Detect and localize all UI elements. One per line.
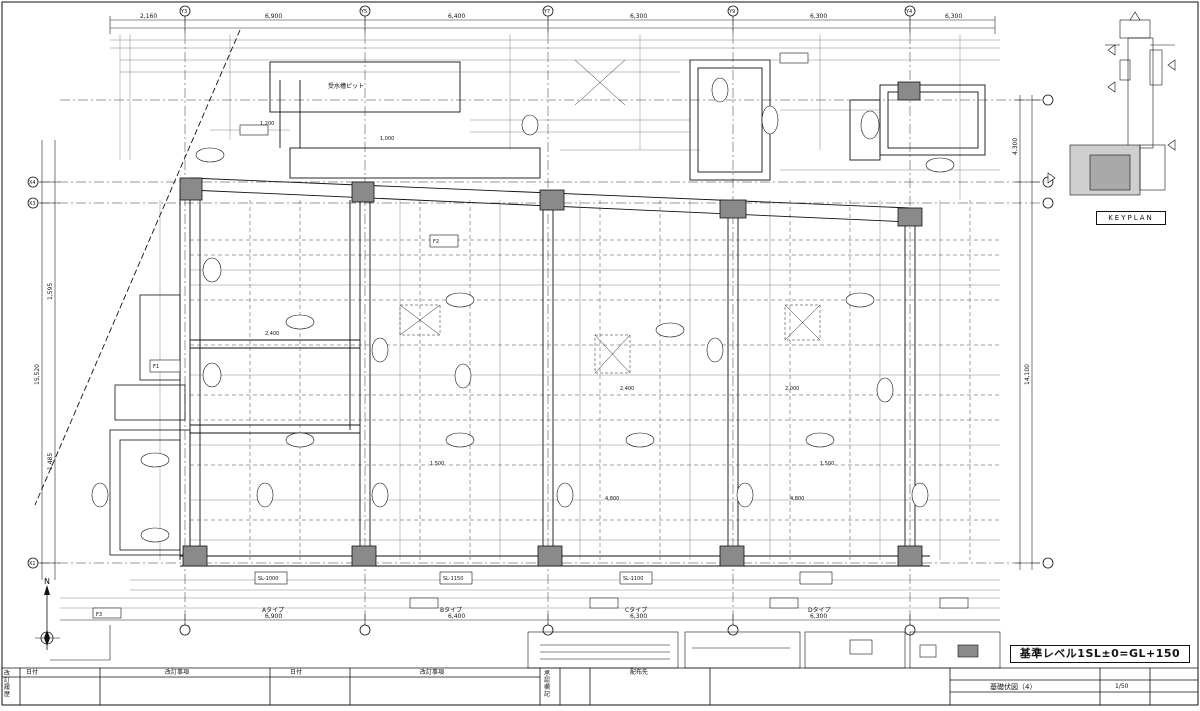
bottom-dim-2: 6,400: [448, 613, 465, 620]
dim-label-3: 2,400: [265, 331, 279, 337]
revision-char-2: 訂: [4, 677, 11, 684]
base-level-note: 基準レベル1SL±0=GL+150: [1010, 645, 1190, 663]
revision-item-header: 改訂事項: [165, 669, 190, 676]
revision-char-1: 改: [4, 670, 11, 677]
dim-label-8: 1,500: [820, 461, 834, 467]
bottom-dim-3: 6,300: [630, 613, 647, 620]
revision-date-header: 日付: [26, 669, 39, 676]
grid-bubble-top-2: Y5: [360, 9, 367, 15]
key-plan-markers: [1047, 11, 1176, 184]
revision-date-header-2: 日付: [290, 669, 303, 676]
grid-bubble-top-4: Y9: [728, 9, 735, 15]
top-dim-5: 6,300: [810, 13, 827, 20]
revision-char-4: 歴: [4, 691, 11, 698]
footing-tag-f2: F2: [433, 239, 439, 245]
dim-label-5: 4,800: [605, 496, 619, 502]
grid-bubble-top-5: Y4: [905, 9, 912, 15]
beam-level-1: SL-1000: [258, 576, 278, 582]
top-dimension-chain: [109, 14, 996, 34]
dim-label-9: 4,800: [790, 496, 804, 502]
revision-char-3: 履: [4, 684, 11, 691]
north-label: N: [44, 577, 50, 586]
type-label-c: Cタイプ: [625, 606, 647, 614]
horizontal-grid-lines: [40, 99, 1050, 564]
vertical-grid-lines: [184, 16, 911, 628]
left-dim-2: 1,595: [47, 283, 54, 300]
top-dim-6: 6,300: [945, 13, 962, 20]
approval-char-2: 認: [544, 677, 551, 684]
north-arrow-icon: [35, 585, 111, 661]
left-dim-1: 15,520: [34, 364, 41, 385]
dim-label-6: 2,000: [785, 386, 799, 392]
top-dim-1: 2,160: [140, 13, 157, 20]
internal-dashed-lines: [190, 200, 1000, 560]
top-dim-3: 6,400: [448, 13, 465, 20]
key-plan: [1069, 19, 1175, 196]
approval-vertical: 承 認 欄 記: [544, 670, 558, 698]
dim-label-7: 2,400: [620, 386, 634, 392]
right-dim-1: 14,100: [1024, 364, 1031, 385]
type-label-a: Aタイプ: [262, 606, 284, 614]
footing-tag-f1: F1: [153, 364, 159, 370]
revision-history-vertical: 改 訂 履 歴: [4, 670, 18, 698]
column-footings: [179, 81, 923, 567]
right-dim-2: 4,300: [1012, 138, 1019, 155]
keyplan-label: KEYPLAN: [1096, 211, 1166, 225]
beam-mark-ovals: [91, 77, 955, 543]
revision-item-header-2: 改訂事項: [420, 669, 445, 676]
right-dimension-chain: [1015, 95, 1040, 570]
top-dim-2: 6,900: [265, 13, 282, 20]
left-annex-outline: [109, 294, 191, 556]
property-boundary-line: [34, 29, 241, 506]
legend-area: [527, 631, 1001, 669]
approval-char-4: 記: [544, 691, 551, 698]
grid-bubble-top-1: Y3: [180, 9, 187, 15]
drawing-scale: 1/50: [1115, 683, 1129, 690]
left-dimension-chain: [38, 140, 60, 580]
dim-label-4: 1,500: [430, 461, 444, 467]
top-grid-bubbles: [179, 5, 916, 17]
beam-level-3: SL-1100: [623, 576, 643, 582]
drawing-name: 基礎伏図（4）: [990, 683, 1037, 691]
approval-char-1: 承: [544, 670, 551, 677]
beam-level-2: SL-1150: [443, 576, 463, 582]
top-dim-4: 6,300: [630, 13, 647, 20]
approval-char-3: 欄: [544, 684, 551, 691]
grid-bubble-side-2: X3: [29, 201, 36, 207]
bottom-grid-bubbles: [179, 624, 916, 636]
opening-cross-marks: [399, 59, 821, 374]
distribution-label: 配布先: [630, 669, 649, 676]
type-label-d: Dタイプ: [808, 606, 831, 614]
bottom-dimension-chain: [60, 614, 1000, 626]
footing-tags: [92, 52, 969, 619]
title-block-frame: [2, 667, 1198, 705]
detail-hatching: [60, 34, 1000, 609]
dim-label-1: 1,200: [260, 121, 274, 127]
foundation-beams: [179, 177, 930, 567]
pit-label: 受水槽ピット: [328, 82, 364, 90]
grid-bubble-top-3: Y7: [543, 9, 550, 15]
grid-bubble-side-1: X4: [29, 180, 36, 186]
dim-label-2: 1,000: [380, 136, 394, 142]
left-dim-3: 1,485: [47, 453, 54, 470]
bottom-dim-4: 6,300: [810, 613, 827, 620]
grid-bubble-side-3: X1: [29, 561, 36, 567]
bottom-dim-1: 6,900: [265, 613, 282, 620]
footing-tag-f3: F3: [96, 612, 102, 618]
type-label-b: Bタイプ: [440, 606, 462, 614]
